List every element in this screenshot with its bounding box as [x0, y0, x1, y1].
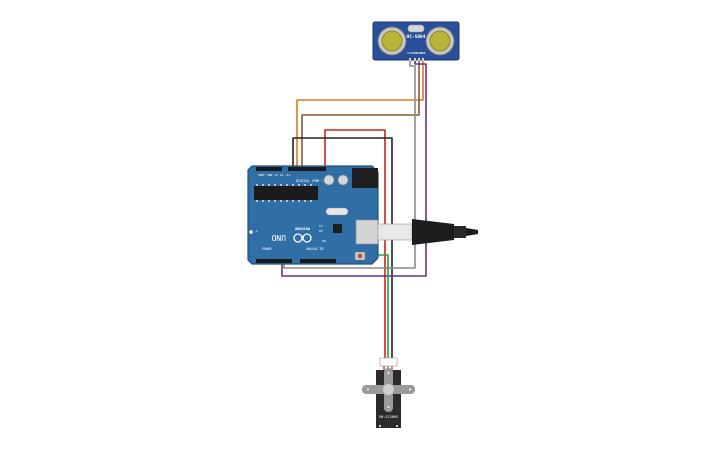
- tx-led-label: TX: [319, 224, 323, 228]
- usb-port[interactable]: [355, 219, 379, 245]
- wire-red-top[interactable]: [324, 129, 386, 360]
- digital-header-label: DIGITAL (PWM ~): [296, 179, 325, 183]
- power-header-label: POWER: [262, 247, 272, 251]
- arduino-uno-board[interactable]: AREF GND 13 12 ~11 DIGITAL (PWM ~) POWER…: [247, 165, 379, 265]
- wire-black-top[interactable]: [292, 137, 393, 360]
- servo-connector: [379, 357, 398, 367]
- rx-led-label: RX: [319, 229, 323, 233]
- arduino-logo: ARDUINO UNO: [271, 227, 312, 243]
- header-top-right: [288, 167, 326, 171]
- analog-header-label: ANALOG IN: [306, 247, 323, 251]
- sensor-pin-echo: ECHO: [415, 51, 422, 55]
- usb-cable[interactable]: [377, 219, 478, 245]
- header-analog: [300, 259, 336, 263]
- capacitor-1: [323, 174, 335, 186]
- ultrasonic-sensor[interactable]: HC-SR04 VCC TRIG ECHO GND: [372, 21, 460, 61]
- sensor-pin-vcc: VCC: [407, 51, 413, 55]
- arduino-model-label: ARDUINO: [295, 227, 310, 231]
- wire-orange[interactable]: [296, 60, 424, 168]
- header-power: [256, 259, 292, 263]
- wire-purple[interactable]: [281, 60, 427, 277]
- dc-power-jack: [352, 168, 378, 188]
- l-led-label: L: [256, 229, 258, 233]
- on-led-label: ON: [322, 239, 326, 243]
- capacitor-2: [337, 174, 349, 186]
- atmega-chip: [254, 186, 318, 200]
- mount-hole: [249, 230, 253, 234]
- servo-horn[interactable]: [362, 368, 415, 412]
- sensor-label: HC-SR04: [407, 34, 426, 40]
- arduino-brand-label: UNO: [271, 233, 286, 242]
- wire-brown[interactable]: [301, 60, 420, 168]
- usb-plug: [412, 219, 454, 245]
- crystal-oscillator: [407, 24, 425, 33]
- sensor-pin-gnd: GND: [420, 51, 426, 55]
- usb-interface-chip: [333, 224, 342, 233]
- header-top-left: [256, 167, 282, 171]
- header-aref-label: AREF GND 13 12 ~11: [258, 173, 291, 177]
- servo-motor[interactable]: SM-S2309S: [362, 357, 415, 428]
- servo-label: SM-S2309S: [379, 415, 398, 419]
- sensor-pin-labels: VCC TRIG ECHO GND: [407, 51, 426, 55]
- wire-green[interactable]: [314, 254, 389, 360]
- board-crystal: [325, 207, 349, 216]
- sensor-pin-trig: TRIG: [411, 51, 418, 55]
- wire-gray[interactable]: [283, 60, 416, 269]
